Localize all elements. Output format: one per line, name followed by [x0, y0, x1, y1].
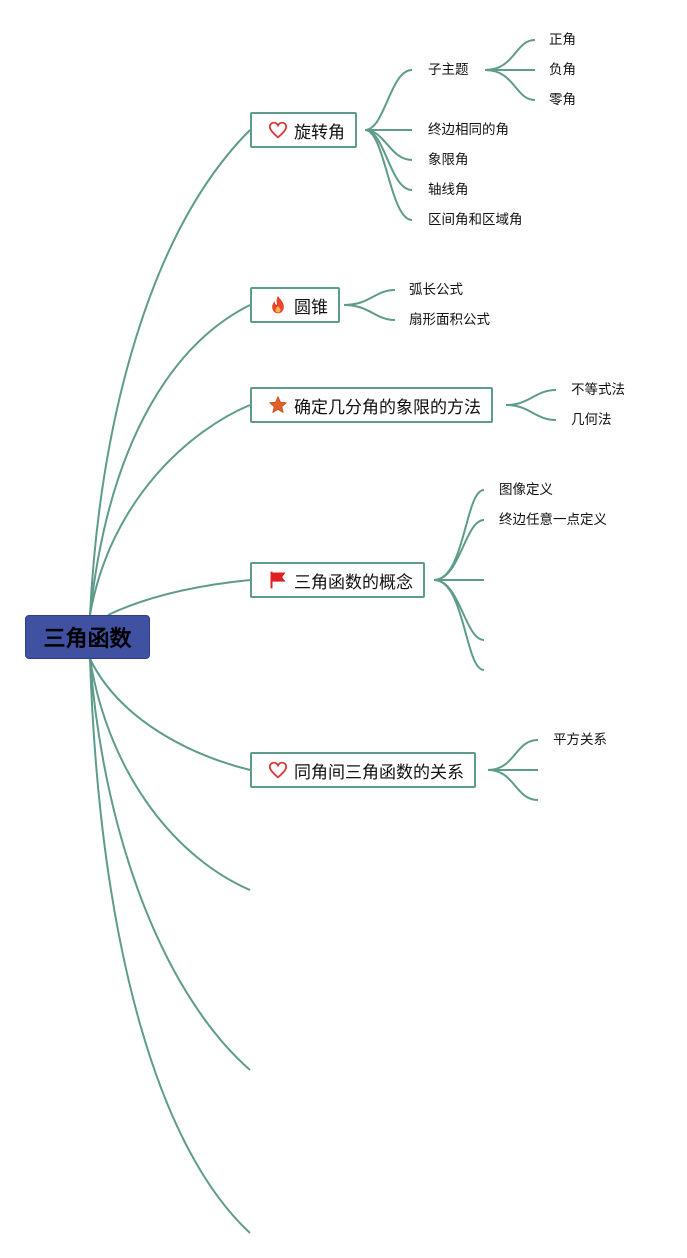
leaf-arc-length[interactable]: 弧长公式	[409, 282, 463, 298]
topic-label: 旋转角	[294, 122, 345, 143]
leaf-zero-angle[interactable]: 零角	[549, 92, 576, 108]
link-root-t2	[89, 304, 251, 616]
leaf-sector-area[interactable]: 扇形面积公式	[409, 312, 490, 328]
link-root-e3	[89, 658, 251, 1234]
fire-icon	[267, 294, 289, 316]
leaf-axis-angle[interactable]: 轴线角	[428, 182, 469, 198]
topic-label: 确定几分角的象限的方法	[294, 397, 481, 418]
topic-same-angle-relations[interactable]: 同角间三角函数的关系	[250, 752, 476, 788]
leaf-graph-definition[interactable]: 图像定义	[499, 482, 553, 498]
leaf-inequality-method[interactable]: 不等式法	[571, 382, 625, 398]
heart-icon	[267, 759, 289, 781]
topic-trig-concept[interactable]: 三角函数的概念	[250, 562, 425, 598]
topic-label: 同角间三角函数的关系	[294, 762, 464, 783]
flag-icon	[267, 569, 289, 591]
leaf-geometry-method[interactable]: 几何法	[571, 412, 612, 428]
topic-label: 三角函数的概念	[294, 572, 413, 593]
root-label: 三角函数	[43, 627, 132, 652]
leaf-coterminal-angle[interactable]: 终边相同的角	[428, 122, 509, 138]
heart-icon	[267, 119, 289, 141]
topic-rotation-angle[interactable]: 旋转角	[250, 112, 357, 148]
topic-cone[interactable]: 圆锥	[250, 287, 340, 323]
leaf-subtopic[interactable]: 子主题	[428, 62, 469, 78]
leaf-negative-angle[interactable]: 负角	[549, 62, 576, 78]
link-root-t1	[89, 129, 251, 616]
link-root-t3	[89, 404, 251, 616]
topic-quadrant-method[interactable]: 确定几分角的象限的方法	[250, 387, 493, 423]
root-topic[interactable]: 三角函数	[25, 615, 150, 659]
link-root-t4	[107, 579, 251, 616]
leaf-square-relation[interactable]: 平方关系	[553, 732, 607, 748]
link-root-e2	[89, 658, 251, 1071]
link-root-t5	[89, 658, 251, 771]
star-icon	[267, 394, 289, 416]
leaf-quadrant-angle[interactable]: 象限角	[428, 152, 469, 168]
leaf-interval-angle[interactable]: 区间角和区域角	[428, 212, 523, 228]
leaf-positive-angle[interactable]: 正角	[549, 32, 576, 48]
link-root-e1	[89, 658, 251, 891]
leaf-terminal-point-definition[interactable]: 终边任意一点定义	[499, 512, 607, 528]
topic-label: 圆锥	[294, 297, 328, 318]
